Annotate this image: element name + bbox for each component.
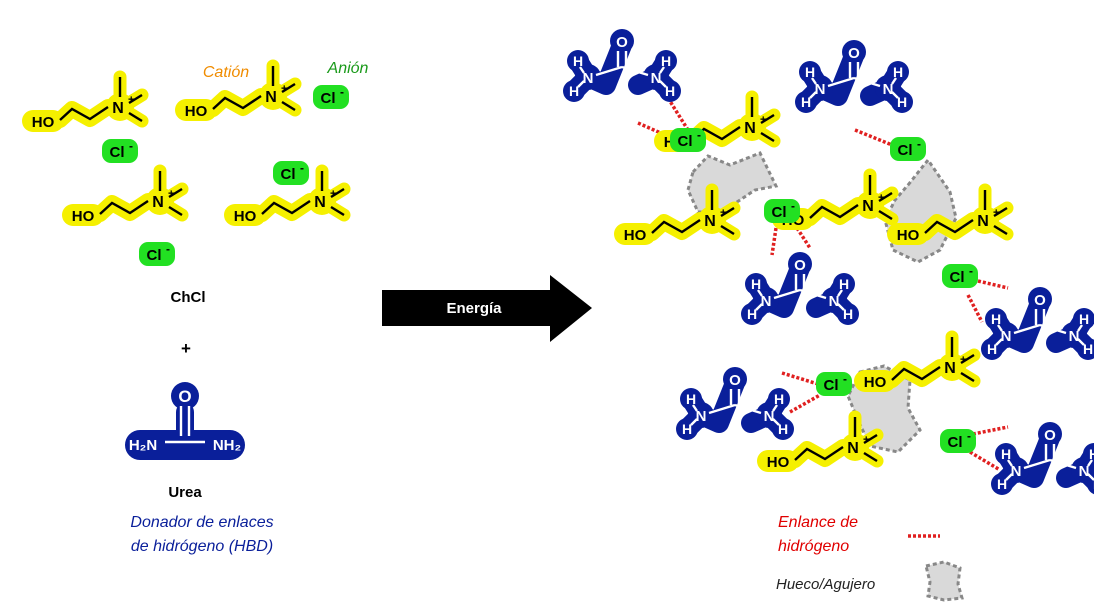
urea-name: Urea <box>168 484 202 501</box>
plus-sign: + <box>181 339 191 358</box>
hbd-label-line1: Donador de enlaces <box>130 514 273 531</box>
chloride-anion <box>940 429 976 453</box>
chloride-anion <box>942 264 978 288</box>
legend-hole-swatch <box>924 560 964 602</box>
hbd-label-line2: de hidrógeno (HBD) <box>131 538 273 555</box>
legend: Enlance de hidrógeno Hueco/Agujero <box>776 514 964 602</box>
urea-molecule <box>981 287 1094 360</box>
chloride-anion <box>890 137 926 161</box>
legend-hbond-line2: hidrógeno <box>778 538 849 555</box>
energy-label: Energía <box>446 300 502 317</box>
choline-cation <box>22 77 142 132</box>
hydrogen-bonds <box>637 97 1009 472</box>
chloride-anion <box>102 139 138 163</box>
chloride-anion <box>273 161 309 185</box>
urea-molecule <box>795 40 913 113</box>
urea-amine-right: NH₂ <box>213 437 241 454</box>
choline-cation <box>854 337 974 392</box>
urea-molecule <box>741 252 859 325</box>
urea-oxygen: O <box>178 387 191 406</box>
chloride-anion <box>139 242 175 266</box>
legend-hbond-line1: Enlance de <box>778 514 858 531</box>
urea-amine-left: H₂N <box>129 437 157 454</box>
urea-molecule <box>991 422 1094 495</box>
legend-hole-label: Hueco/Agujero <box>776 576 875 593</box>
choline-cation <box>62 171 182 226</box>
chcl-name: ChCl <box>171 289 206 306</box>
chloride-anion <box>313 85 349 109</box>
choline-cation <box>614 190 734 245</box>
hole-region <box>883 157 958 264</box>
urea-molecule <box>563 29 681 102</box>
urea-molecule: O H₂N NH₂ <box>125 382 245 460</box>
urea-molecule <box>676 367 794 440</box>
choline-chloride-group <box>22 66 349 266</box>
energy-arrow: Energía <box>382 275 592 342</box>
chloride-anion <box>764 199 800 223</box>
chloride-anion <box>816 372 852 396</box>
anion-label: Anión <box>327 60 369 77</box>
cation-label: Catión <box>203 64 249 81</box>
chloride-anion <box>670 128 706 152</box>
